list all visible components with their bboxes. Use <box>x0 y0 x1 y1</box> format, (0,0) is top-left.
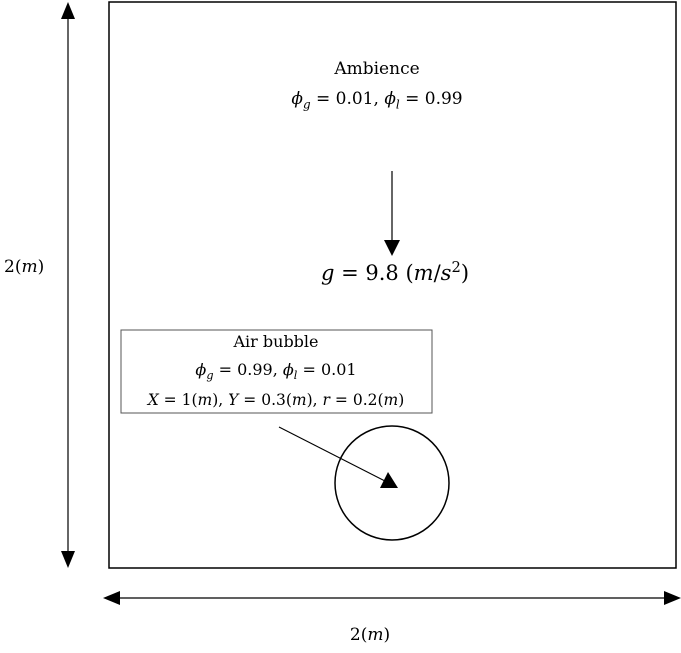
bubble-close: ), <box>212 391 224 409</box>
gravity-symbol: g <box>320 261 335 285</box>
bubble-phi-l: = 0.01 <box>302 360 357 379</box>
sub-l: l <box>395 97 400 112</box>
phi-symbol: ϕ <box>282 360 294 379</box>
gravity-exponent: 2 <box>451 259 461 276</box>
ambience-title: Ambience <box>334 59 420 79</box>
bubble-fractions: ϕg = 0.99, ϕl = 0.01 <box>195 360 356 382</box>
leader-arrowhead <box>380 472 398 488</box>
height-arrow-bottom <box>61 551 75 568</box>
height-label-close: ) <box>37 257 45 277</box>
sub-g: g <box>206 369 214 383</box>
gravity-unit-s: s <box>440 261 452 285</box>
bubble-unit: m <box>197 391 213 409</box>
sub-g: g <box>302 97 311 112</box>
bubble-x-value: = 1( <box>163 391 198 409</box>
height-label-unit: m <box>21 257 38 277</box>
domain-box <box>108 1 677 569</box>
phi-symbol: ϕ <box>291 89 303 109</box>
phi-symbol: ϕ <box>195 360 207 379</box>
bubble-close: ), <box>306 391 318 409</box>
width-label-num: 2( <box>349 625 368 645</box>
bubble-r-value: = 0.2( <box>334 391 384 409</box>
ambience-phi-g: = 0.01, <box>316 89 379 109</box>
bubble-label-box <box>120 329 433 414</box>
height-label: 2(m) <box>4 257 44 277</box>
gravity-unit-m: m <box>413 261 434 285</box>
width-arrow-left <box>103 591 120 605</box>
leader-line <box>278 426 386 482</box>
bubble-y-symbol: Y <box>228 391 239 409</box>
bubble-close-last: ) <box>398 391 405 409</box>
gravity-value: = 9.8 ( <box>341 261 414 285</box>
bubble-title: Air bubble <box>233 332 319 351</box>
gravity-label: g = 9.8 (m/s2) <box>321 259 469 285</box>
bubble-x-symbol: X <box>147 391 159 409</box>
ambience-fractions: ϕg = 0.01, ϕl = 0.99 <box>291 89 462 111</box>
air-bubble <box>334 425 450 541</box>
bubble-unit: m <box>291 391 307 409</box>
bubble-r-symbol: r <box>322 391 330 409</box>
width-label-close: ) <box>383 625 391 645</box>
bubble-geometry: X = 1(m), Y = 0.3(m), r = 0.2(m) <box>148 391 405 409</box>
gravity-close: ) <box>460 261 470 285</box>
width-label: 2(m) <box>350 625 390 645</box>
height-arrow-top <box>61 2 75 19</box>
phi-symbol: ϕ <box>384 89 396 109</box>
sub-l: l <box>293 369 298 383</box>
width-label-unit: m <box>367 625 384 645</box>
width-arrow-right <box>664 591 681 605</box>
bubble-phi-g: = 0.99, <box>218 360 278 379</box>
height-label-num: 2( <box>4 257 22 277</box>
ambience-phi-l: = 0.99 <box>405 89 463 109</box>
bubble-y-value: = 0.3( <box>243 391 292 409</box>
gravity-slash: / <box>433 261 441 285</box>
gravity-arrowhead <box>384 240 400 256</box>
bubble-unit: m <box>383 391 399 409</box>
